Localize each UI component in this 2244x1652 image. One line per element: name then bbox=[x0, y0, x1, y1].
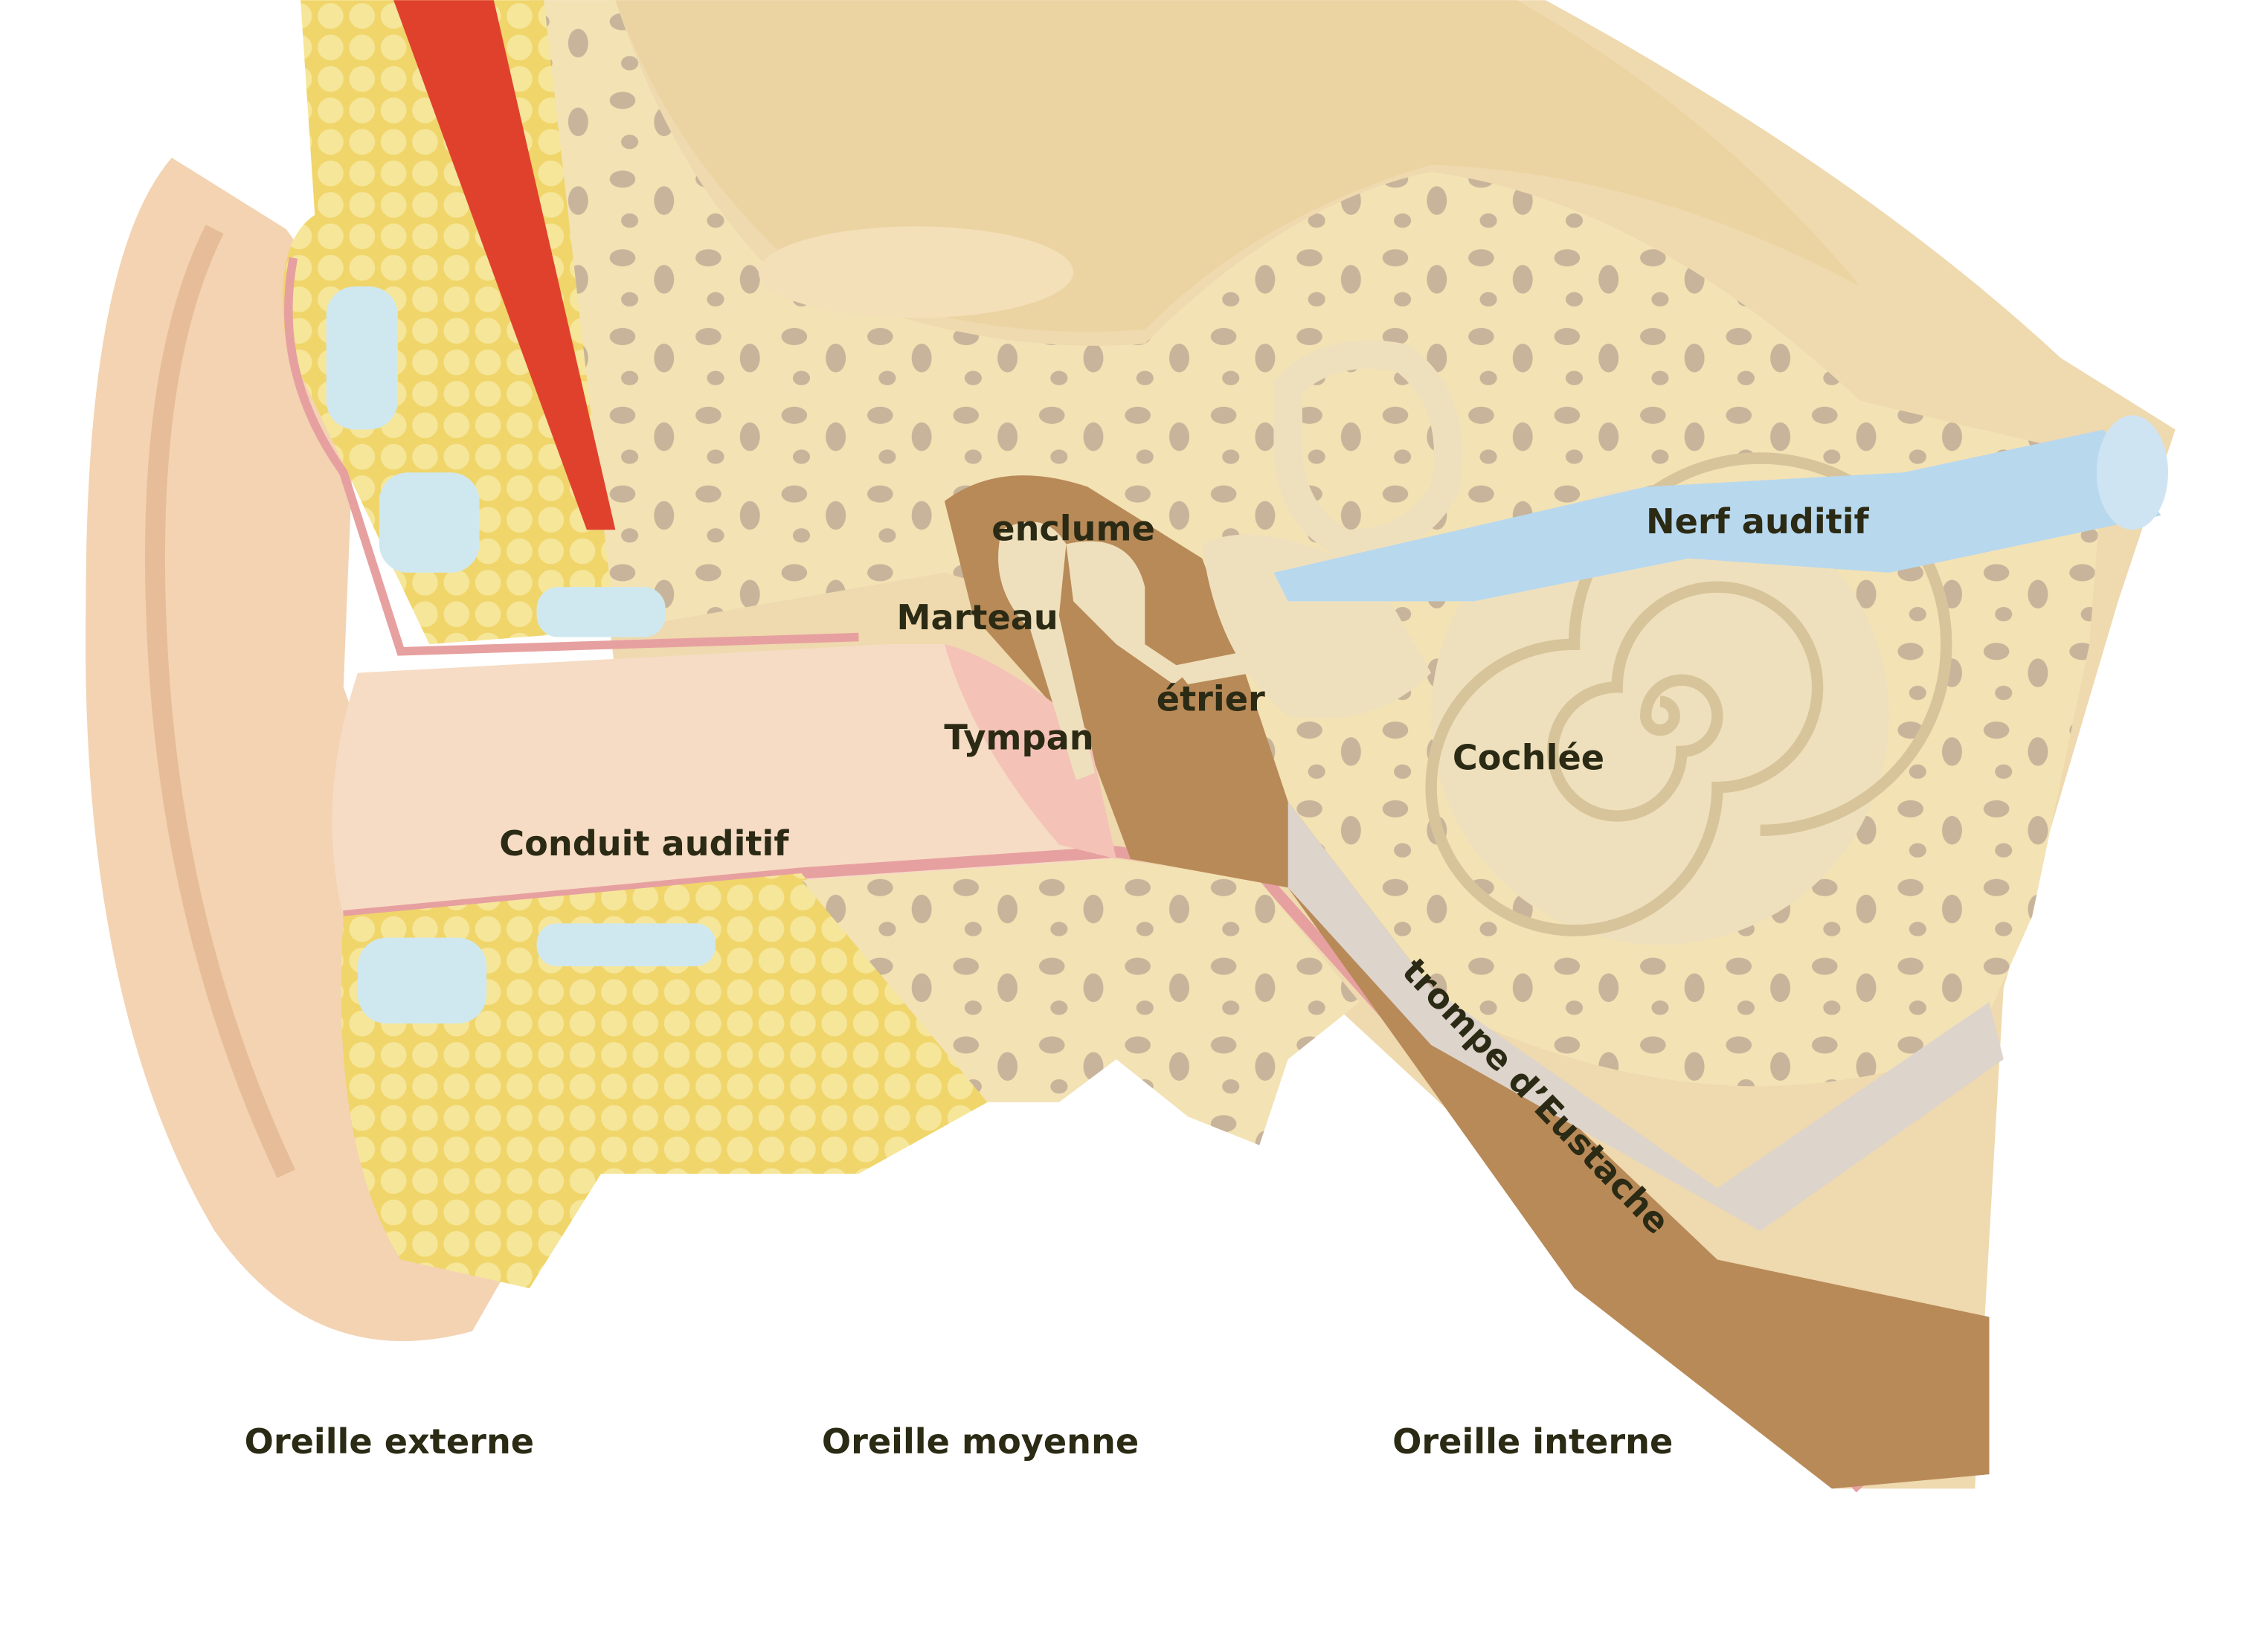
lower-cartilage bbox=[341, 872, 988, 1288]
brain-fold bbox=[758, 226, 1074, 318]
semicircular-canals bbox=[1273, 340, 1463, 559]
stapes bbox=[1173, 651, 1253, 685]
upper-lining bbox=[284, 257, 859, 656]
ear-canal bbox=[332, 644, 1116, 916]
label-cochlee: Cochlée bbox=[1453, 737, 1604, 777]
cartilage-piece bbox=[379, 472, 480, 573]
eustachian-tube bbox=[1287, 801, 2004, 1232]
section-oreille-externe: Oreille externe bbox=[245, 1421, 535, 1462]
pinna-fold bbox=[144, 225, 296, 1178]
label-conduit-auditif: Conduit auditif bbox=[499, 823, 789, 864]
section-oreille-moyenne: Oreille moyenne bbox=[822, 1421, 1139, 1462]
label-tympan: Tympan bbox=[944, 718, 1093, 758]
cartilage-piece bbox=[326, 286, 398, 430]
temporalis-muscle bbox=[393, 0, 616, 530]
upper-cartilage bbox=[283, 0, 616, 645]
eardrum bbox=[944, 644, 1116, 859]
label-marteau: Marteau bbox=[897, 597, 1058, 637]
malleus bbox=[998, 521, 1095, 780]
incus bbox=[1066, 541, 1189, 685]
cochlea-spiral bbox=[1425, 452, 1952, 936]
cartilage-piece bbox=[536, 923, 716, 967]
section-oreille-interne: Oreille interne bbox=[1392, 1421, 1673, 1462]
middle-ear-cavity bbox=[944, 475, 1990, 1489]
nerve-end bbox=[2096, 415, 2169, 530]
label-nerf-auditif: Nerf auditif bbox=[1646, 501, 1870, 541]
lower-bone bbox=[801, 858, 1360, 1145]
cartilage-piece bbox=[358, 937, 487, 1024]
label-etrier: étrier bbox=[1157, 679, 1265, 719]
label-enclume: enclume bbox=[991, 509, 1155, 549]
cartilage-piece bbox=[536, 587, 666, 637]
auditory-nerve bbox=[1273, 429, 2161, 602]
